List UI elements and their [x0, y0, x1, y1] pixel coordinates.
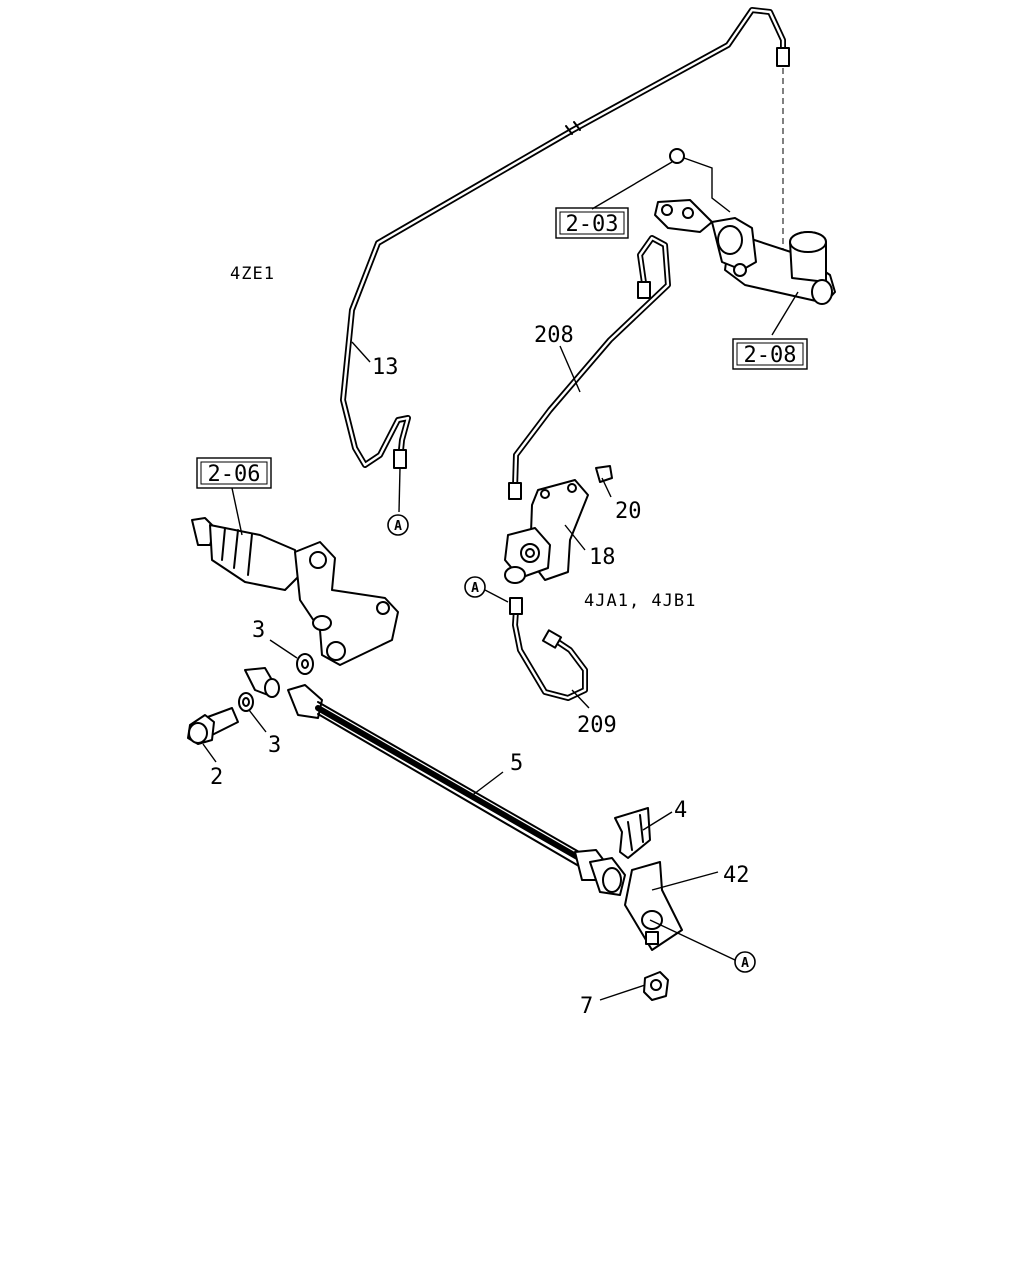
bracket-42 — [624, 861, 683, 951]
connector-mark-a-upper: A — [387, 514, 409, 536]
callout-7: 7 — [580, 994, 593, 1019]
connector-mark-a-lower: A — [734, 951, 756, 973]
callout-2: 2 — [210, 765, 223, 790]
callout-42: 42 — [723, 863, 750, 888]
callout-13: 13 — [372, 355, 399, 380]
callout-3-upper: 3 — [252, 618, 265, 643]
callout-20: 20 — [615, 499, 642, 524]
washer-3-upper — [296, 653, 314, 675]
connector-mark-label: A — [471, 581, 479, 596]
connector-mark-a-middle: A — [464, 576, 486, 598]
ref-box-2-06: 2-06 — [196, 457, 272, 489]
pipe-13 — [340, 7, 790, 469]
callout-5: 5 — [510, 751, 523, 776]
union-fitting — [244, 667, 323, 719]
engine-label-4ze1: 4ZE1 — [230, 264, 275, 284]
slave-cylinder — [191, 517, 399, 666]
leader-lines — [202, 161, 799, 1001]
pipe-209 — [509, 597, 588, 701]
eye-bolt-2 — [187, 707, 239, 745]
callout-3-lower: 3 — [268, 733, 281, 758]
ref-label-2-08: 2-08 — [744, 343, 797, 368]
ref-label-2-03: 2-03 — [566, 212, 619, 237]
engine-label-4ja1-4jb1: 4JA1, 4JB1 — [584, 591, 696, 611]
junction-block-18 — [504, 465, 613, 584]
master-cylinder — [654, 199, 836, 305]
hose-5 — [315, 701, 626, 896]
callout-18: 18 — [589, 545, 616, 570]
nut-7 — [643, 971, 669, 1001]
callout-4: 4 — [674, 798, 687, 823]
washer-3-lower — [238, 692, 254, 712]
clip-4 — [614, 807, 651, 859]
clevis-nut-2-03 — [669, 148, 731, 213]
ref-box-2-03: 2-03 — [555, 207, 629, 239]
ref-box-2-08: 2-08 — [732, 338, 808, 370]
callout-209: 209 — [577, 713, 617, 738]
callout-208: 208 — [534, 323, 574, 348]
connector-mark-label: A — [741, 956, 749, 971]
pipe-208 — [508, 235, 671, 500]
connector-mark-label: A — [394, 519, 402, 534]
ref-label-2-06: 2-06 — [208, 462, 261, 487]
